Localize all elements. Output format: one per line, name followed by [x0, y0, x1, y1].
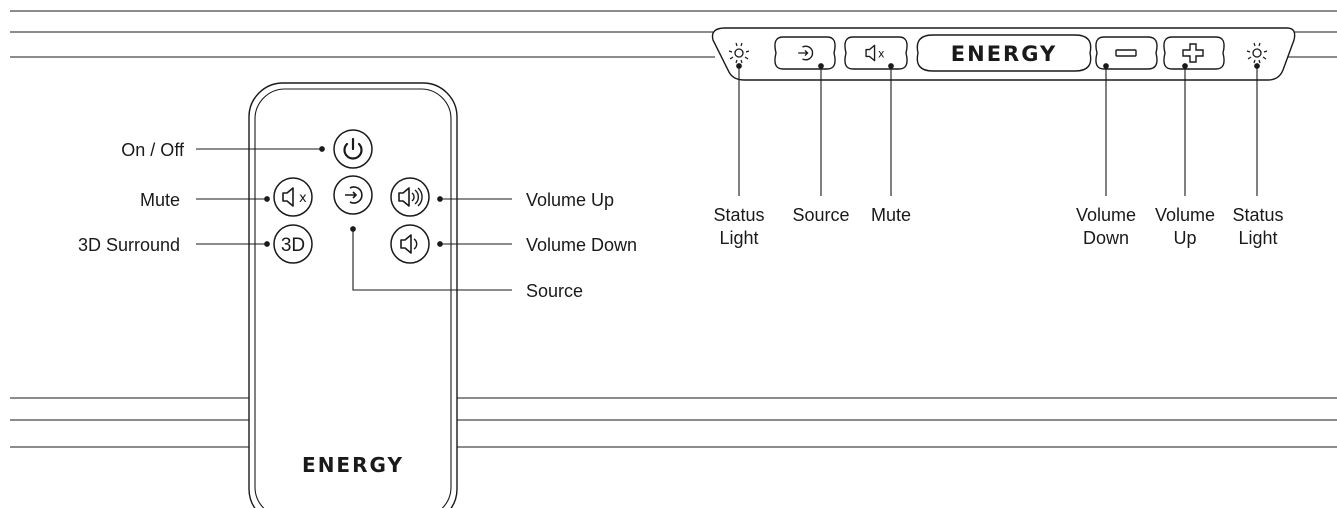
- label-on-off: On / Off: [121, 140, 184, 160]
- label-panel-volume-down: Volume Down: [1075, 205, 1137, 248]
- svg-text:x: x: [878, 47, 885, 60]
- remote-volume-down-button[interactable]: [390, 224, 430, 264]
- panel-volume-up-button[interactable]: [1163, 36, 1225, 70]
- panel-leader-lines: [736, 63, 1260, 196]
- remote-leader-lines: [196, 146, 512, 291]
- volume-down-icon: [400, 234, 418, 254]
- remote-mute-button[interactable]: x: [273, 177, 313, 217]
- panel-brand-logo: ENERGY: [951, 42, 1057, 66]
- remote-power-button[interactable]: [333, 129, 373, 169]
- label-status-light-right: Status Light: [1232, 205, 1284, 248]
- label-status-light-left: Status Light: [713, 205, 765, 248]
- label-mute: Mute: [139, 190, 180, 210]
- volume-up-icon: [398, 187, 423, 207]
- label-volume-down: Volume Down: [526, 235, 638, 255]
- svg-text:x: x: [299, 191, 307, 206]
- panel-mute-button[interactable]: x: [844, 36, 908, 70]
- 3d-button-text: 3D: [281, 235, 305, 256]
- mute-icon: x: [282, 187, 307, 207]
- panel-volume-down-button[interactable]: [1095, 36, 1158, 70]
- label-source: Source: [526, 281, 584, 301]
- power-icon: [343, 137, 363, 160]
- minus-icon: [1115, 49, 1137, 57]
- panel-brand-pill: ENERGY: [916, 34, 1092, 72]
- plus-icon: [1182, 43, 1204, 63]
- label-panel-mute: Mute: [870, 205, 912, 225]
- remote-source-button[interactable]: [333, 175, 373, 215]
- remote-3d-surround-button[interactable]: 3D: [273, 224, 313, 264]
- label-3d-surround: 3D Surround: [77, 235, 180, 255]
- label-panel-volume-up: Volume Up: [1154, 205, 1216, 248]
- background-lines: [10, 10, 1337, 448]
- remote-brand-logo: ENERGY: [302, 453, 404, 477]
- label-volume-up: Volume Up: [526, 190, 615, 210]
- mute-icon: x: [865, 44, 885, 62]
- remote-volume-up-button[interactable]: [390, 177, 430, 217]
- panel-source-button[interactable]: [774, 36, 836, 70]
- label-panel-source: Source: [792, 205, 850, 225]
